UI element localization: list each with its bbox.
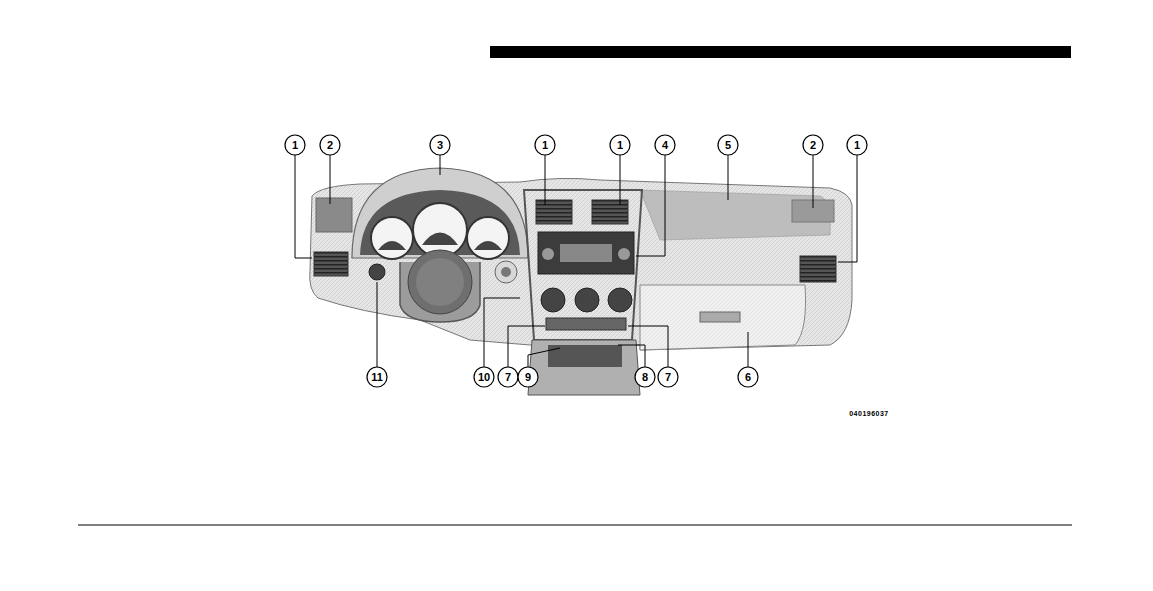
ignition-switch	[495, 261, 517, 283]
callout-number: 2	[320, 138, 340, 152]
radio	[538, 232, 634, 274]
dashboard-body	[310, 178, 852, 350]
side-panel	[316, 198, 352, 232]
callout-number: 7	[658, 370, 678, 384]
glove-box	[640, 285, 806, 350]
air-vent	[592, 200, 628, 224]
climate-knob	[575, 288, 599, 312]
radio-knob	[618, 248, 630, 260]
callout-number: 11	[367, 370, 387, 384]
switch-knob	[369, 264, 385, 280]
cluster-hood	[352, 168, 528, 258]
climate-knob	[608, 288, 632, 312]
callout-number: 1	[847, 138, 867, 152]
ignition-switch	[501, 267, 511, 277]
callout-number: 1	[610, 138, 630, 152]
radio-display	[560, 244, 612, 262]
gauge-dial	[474, 241, 502, 250]
callout-number: 6	[738, 370, 758, 384]
center-stack	[524, 190, 642, 340]
callout-number: 3	[430, 138, 450, 152]
center-console	[528, 340, 640, 395]
climate-knob	[541, 288, 565, 312]
glove-box-handle	[700, 312, 740, 322]
callout-number: 1	[285, 138, 305, 152]
gauge	[467, 217, 509, 259]
callout-number: 2	[803, 138, 823, 152]
callout-number: 4	[655, 138, 675, 152]
leader-lines	[295, 155, 857, 367]
gauge	[413, 203, 467, 257]
switch-bank	[546, 318, 626, 330]
gauge	[371, 217, 413, 259]
radio-knob	[542, 248, 554, 260]
gauge-dial	[422, 233, 458, 246]
callout-circles	[285, 135, 867, 387]
air-vent	[314, 252, 348, 276]
callout-number: 1	[535, 138, 555, 152]
air-vent	[800, 256, 836, 282]
figure-code: 040196037	[849, 410, 889, 417]
header-bar	[490, 46, 1071, 58]
callout-number: 7	[498, 370, 518, 384]
air-vent	[536, 200, 572, 224]
callout-number: 9	[518, 370, 538, 384]
footer-rule	[78, 525, 1072, 526]
callout-number: 10	[474, 370, 494, 384]
steering-hub	[408, 250, 472, 314]
gauge-dial	[378, 241, 406, 250]
callout-number: 8	[635, 370, 655, 384]
callout-number: 5	[718, 138, 738, 152]
steering-hub	[416, 258, 464, 306]
